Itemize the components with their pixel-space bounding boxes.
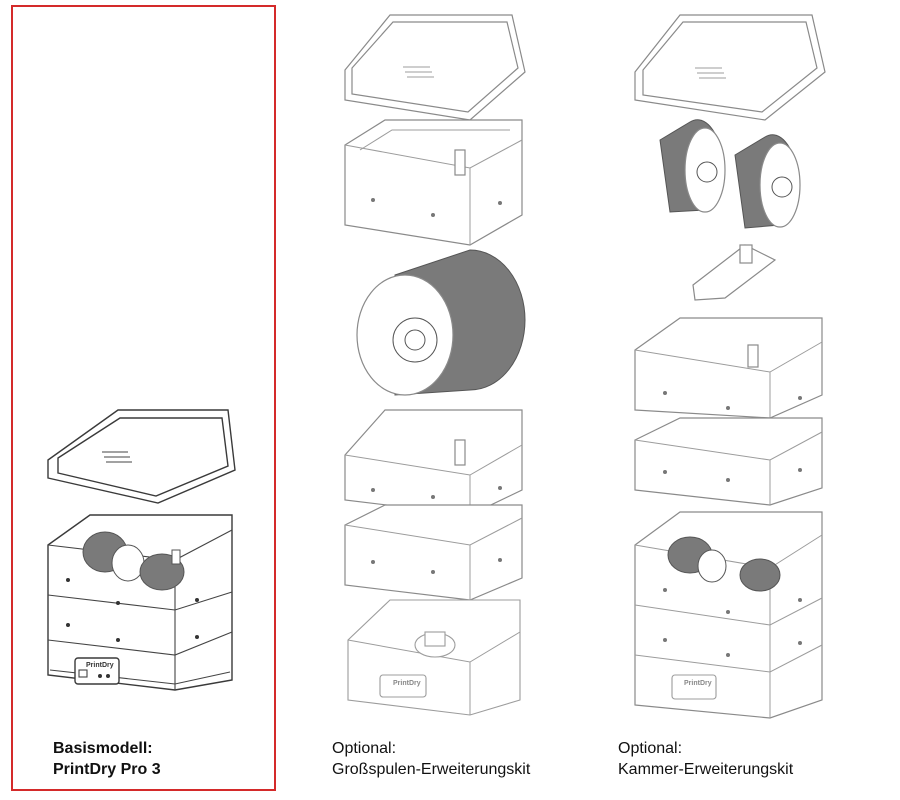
caption-base-model-line2: PrintDry Pro 3 xyxy=(53,761,161,778)
highlight-frame xyxy=(11,5,276,791)
base-body xyxy=(47,514,233,691)
kit2-lid xyxy=(344,14,526,121)
kit3-ring-1 xyxy=(634,317,823,419)
kit3-ring-2 xyxy=(634,417,823,506)
kit2-ring-lower-1 xyxy=(344,409,523,516)
caption-base-model: Basismodell: PrintDry Pro 3 xyxy=(53,738,161,780)
large-spool-kit-drawing xyxy=(344,14,526,716)
caption-large-spool-kit-line1: Optional: xyxy=(332,740,397,757)
base-lid xyxy=(47,409,236,504)
base-model-drawing xyxy=(47,409,236,691)
caption-chamber-kit: Optional: Kammer-Erweiterungskit xyxy=(618,738,793,780)
base-device-label: PrintDry xyxy=(86,662,114,669)
kit2-base-unit xyxy=(347,599,521,716)
caption-chamber-kit-line1: Optional: xyxy=(618,740,683,757)
kit2-ring-lower-2 xyxy=(344,504,523,601)
caption-large-spool-kit: Optional: Großspulen-Erweiterungskit xyxy=(332,738,530,780)
kit3-device-label: PrintDry xyxy=(684,680,712,687)
kit2-large-spool xyxy=(356,249,526,396)
caption-large-spool-kit-line2: Großspulen-Erweiterungskit xyxy=(332,761,531,778)
kit3-lid xyxy=(634,14,826,121)
kit2-ring-upper xyxy=(344,119,523,246)
kit3-assembled-unit xyxy=(634,511,823,719)
chamber-kit-drawing xyxy=(634,14,826,719)
caption-base-model-line1: Basismodell: xyxy=(53,740,153,757)
caption-chamber-kit-line2: Kammer-Erweiterungskit xyxy=(618,761,794,778)
kit3-adapter xyxy=(692,244,777,301)
kit3-spools xyxy=(659,119,801,229)
kit2-device-label: PrintDry xyxy=(393,680,421,687)
